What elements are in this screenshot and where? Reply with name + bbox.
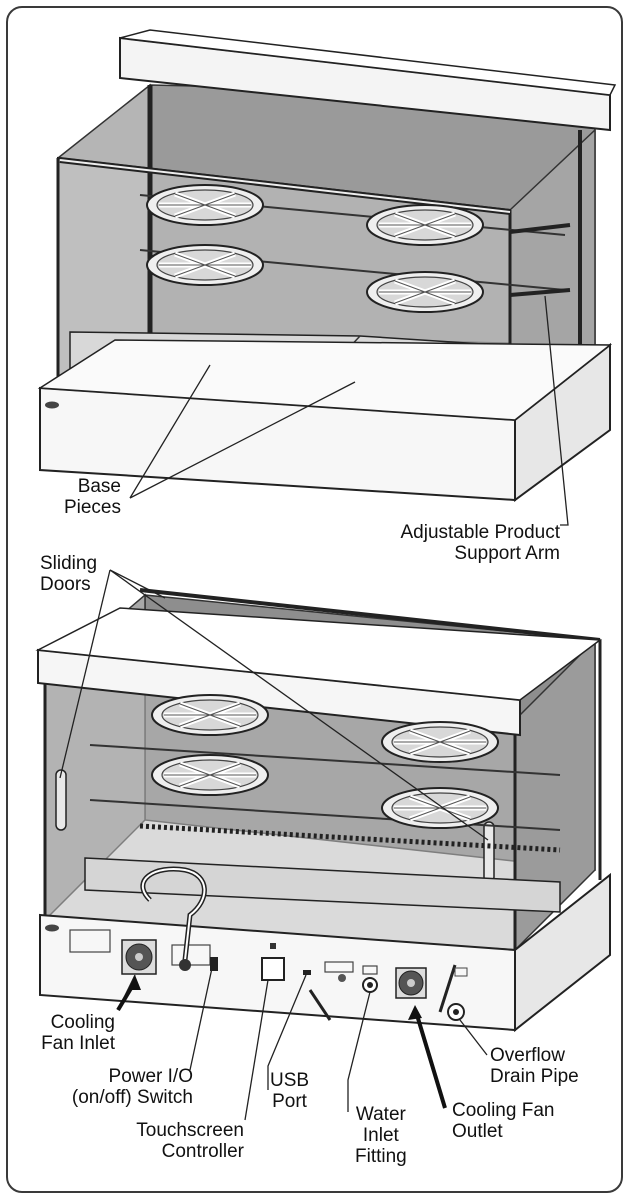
- label-water-inlet-fitting: Water Inlet Fitting: [355, 1104, 407, 1167]
- label-cooling-fan-inlet: Cooling Fan Inlet: [41, 1012, 115, 1054]
- label-sliding-doors: Sliding Doors: [40, 553, 98, 595]
- label-adjustable-product-support-arm: Adjustable Product Support Arm: [400, 522, 561, 564]
- label-overflow-drain-pipe: Overflow Drain Pipe: [490, 1045, 579, 1087]
- label-touchscreen-controller: Touchscreen Controller: [136, 1120, 244, 1162]
- top-unit: [37, 29, 617, 502]
- thick-arrows: [116, 983, 447, 1109]
- label-cooling-fan-outlet: Cooling Fan Outlet: [452, 1100, 555, 1142]
- bottom-unit: [35, 588, 611, 1033]
- label-base-pieces: Base Pieces: [63, 476, 121, 518]
- label-power-switch: Power I/O (on/off) Switch: [71, 1066, 193, 1108]
- label-usb-port: USB Port: [270, 1070, 310, 1112]
